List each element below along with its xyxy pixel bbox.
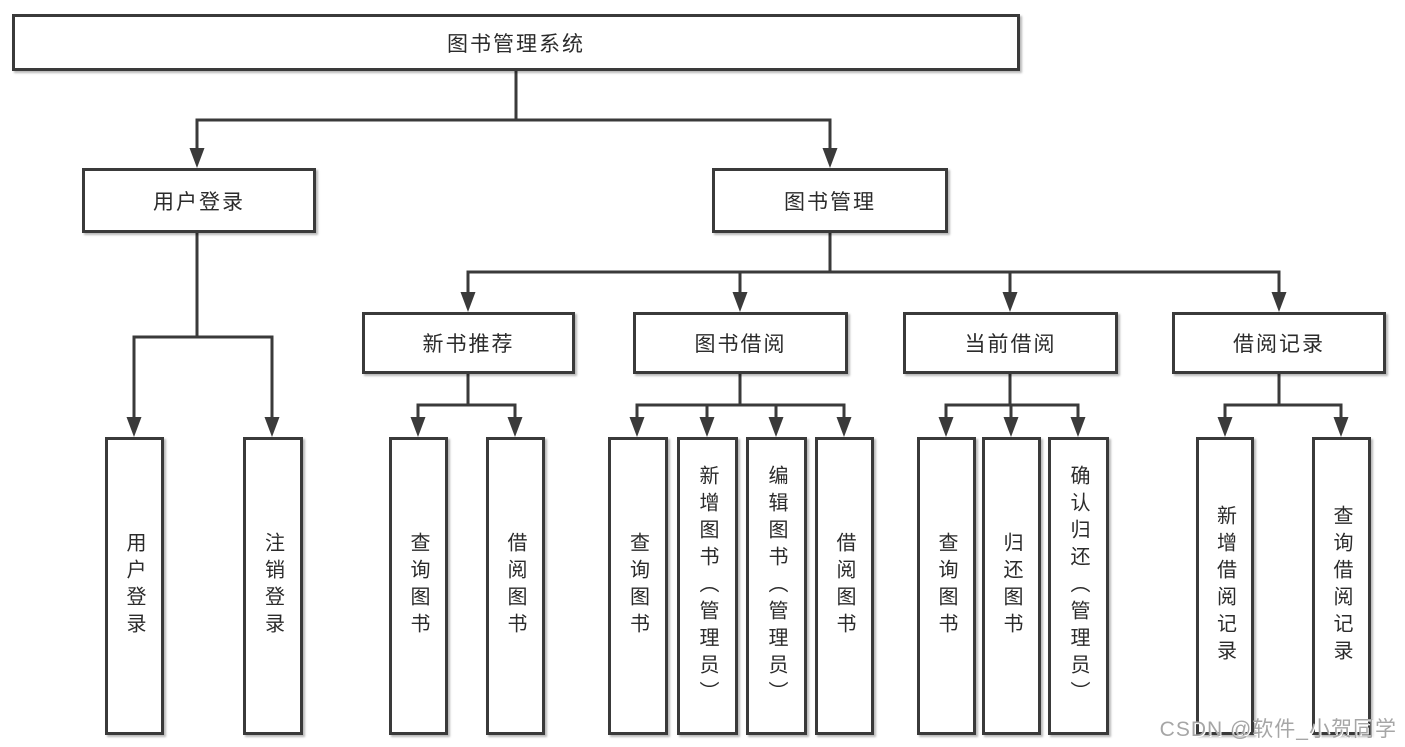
- node-borrowing-records: 借阅记录: [1172, 312, 1386, 374]
- node-label: 确认归还（管理员）: [1067, 464, 1089, 708]
- node-records-query-record: 查询借阅记录: [1312, 437, 1371, 735]
- node-library-system-root: 图书管理系统: [12, 14, 1020, 71]
- node-book-borrowing: 图书借阅: [633, 312, 848, 374]
- node-recommend-query-books: 查询图书: [389, 437, 448, 735]
- node-label: 查询图书: [626, 532, 649, 640]
- node-records-add-record: 新增借阅记录: [1196, 437, 1254, 735]
- node-current-query-books: 查询图书: [917, 437, 976, 735]
- node-label: 归还图书: [1000, 532, 1022, 640]
- node-recommend-borrow-books: 借阅图书: [486, 437, 545, 735]
- node-label: 借阅图书: [833, 532, 855, 640]
- node-borrowing-borrow-books: 借阅图书: [815, 437, 874, 735]
- node-current-confirm-return-admin: 确认归还（管理员）: [1048, 437, 1109, 735]
- node-label: 用户登录: [123, 532, 145, 640]
- node-label: 编辑图书（管理员）: [765, 464, 787, 708]
- node-logout-leaf: 注销登录: [243, 437, 303, 735]
- node-new-book-recommend: 新书推荐: [362, 312, 575, 374]
- node-book-management: 图书管理: [712, 168, 948, 233]
- node-borrowing-query-books: 查询图书: [608, 437, 668, 735]
- node-current-borrowing: 当前借阅: [903, 312, 1118, 374]
- node-label: 注销登录: [261, 532, 284, 640]
- node-label: 查询图书: [407, 532, 429, 640]
- node-user-login: 用户登录: [82, 168, 316, 233]
- node-label: 借阅图书: [504, 532, 526, 640]
- node-borrowing-add-books-admin: 新增图书（管理员）: [677, 437, 738, 735]
- node-borrowing-edit-books-admin: 编辑图书（管理员）: [746, 437, 807, 735]
- node-label: 查询借阅记录: [1330, 505, 1352, 667]
- node-label: 查询图书: [935, 532, 957, 640]
- node-user-login-leaf: 用户登录: [105, 437, 164, 735]
- arrowhead-icons: [126, 148, 1349, 437]
- node-label: 新增借阅记录: [1213, 505, 1236, 667]
- csdn-watermark: CSDN @软件_小贺同学: [1159, 718, 1397, 741]
- node-label: 新增图书（管理员）: [696, 464, 718, 708]
- node-current-return-books: 归还图书: [982, 437, 1041, 735]
